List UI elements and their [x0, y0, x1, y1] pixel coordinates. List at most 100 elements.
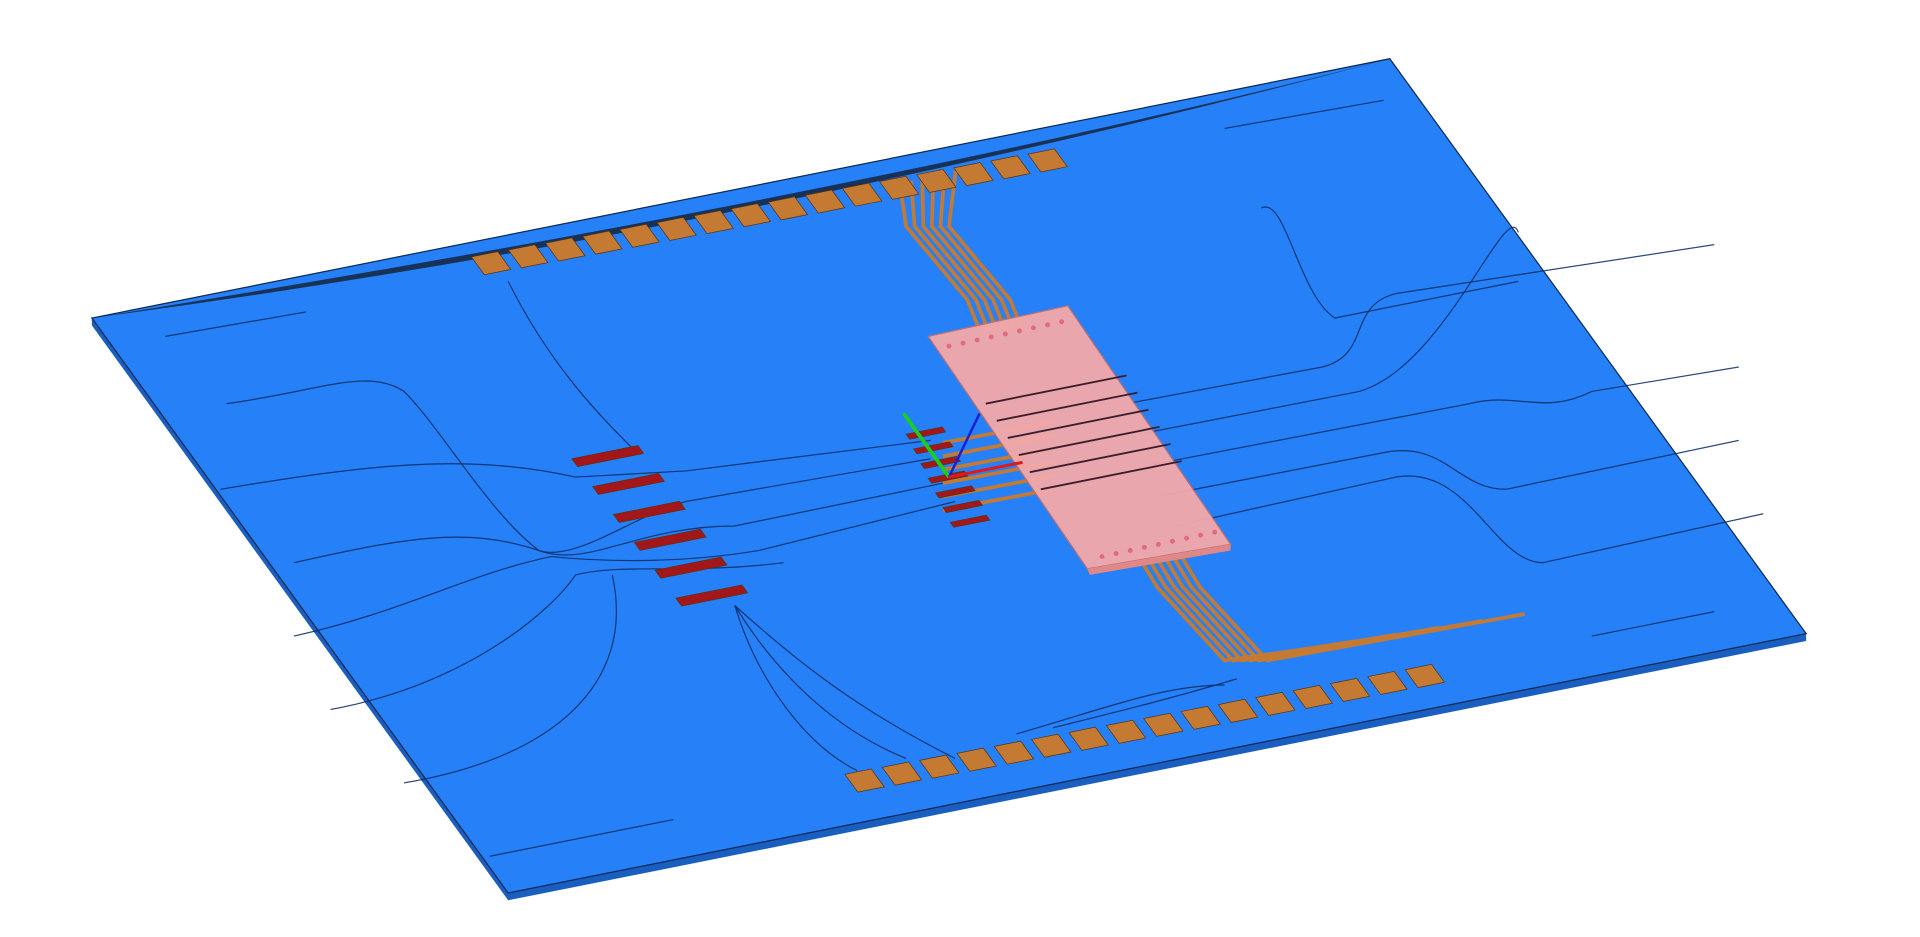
bond-pad-top	[1027, 148, 1068, 173]
waveguide-3	[293, 500, 956, 637]
bond-pad-bottom	[918, 754, 960, 779]
bond-pad-bottom	[1367, 671, 1408, 695]
bond-pad-top	[544, 237, 586, 262]
chip-waveguide	[1018, 426, 1160, 456]
bond-pad-bottom	[1329, 677, 1371, 702]
chip-dot	[1031, 325, 1036, 331]
waveguide-16	[507, 281, 638, 454]
probe-pad	[949, 514, 991, 528]
heater-pad	[633, 528, 707, 551]
bond-pad-bottom	[1255, 691, 1296, 716]
bond-pad-bottom	[993, 740, 1035, 765]
bond-pad-top	[990, 155, 1031, 180]
bond-pad-bottom	[1030, 733, 1072, 758]
waveguide-20	[1016, 684, 1225, 735]
chip-waveguide	[1040, 460, 1182, 491]
waveguide-15	[489, 818, 674, 857]
probe-pad	[934, 485, 976, 499]
waveguide-19	[734, 605, 858, 772]
bond-pad-top	[804, 189, 846, 214]
waveguides	[165, 99, 1764, 857]
waveguide-5	[403, 574, 617, 784]
chip-waveguide	[996, 391, 1138, 422]
waveguide-8	[1150, 366, 1739, 466]
waveguide-14	[1591, 611, 1715, 637]
chip-dot	[1099, 554, 1105, 560]
bond-pad-top	[619, 223, 660, 248]
axis-y	[902, 412, 951, 479]
chip-waveguide	[1007, 408, 1149, 439]
chip-edge	[1087, 544, 1231, 575]
waveguide-17	[734, 605, 956, 759]
chip-dot	[1016, 328, 1022, 334]
chip-dot	[974, 337, 980, 343]
bond-pad-bottom	[1180, 705, 1221, 730]
probe-pad	[942, 500, 984, 514]
chip-dot	[1184, 535, 1189, 541]
chip-body	[927, 305, 1232, 570]
chip-dot	[1170, 538, 1175, 544]
waveguide-12	[1224, 99, 1384, 130]
chip-dot	[1059, 319, 1065, 325]
pads	[470, 148, 1446, 793]
trace-top-3	[929, 175, 1008, 331]
bond-pad-bottom	[1292, 684, 1334, 709]
bond-pad-bottom	[881, 761, 923, 786]
bond-pad-top	[507, 244, 549, 269]
heater-pad	[654, 556, 728, 579]
bond-pad-top	[916, 168, 957, 193]
chip-dot	[1127, 548, 1133, 553]
trace-bottom-5	[1180, 555, 1525, 663]
waveguide-18	[734, 605, 907, 759]
waveguide-11	[1260, 206, 1519, 319]
heater-pad	[612, 500, 686, 523]
chip-dot	[988, 334, 994, 340]
axis-z	[947, 412, 981, 478]
trace-top-5	[947, 170, 1025, 331]
bond-pad-bottom	[1105, 719, 1147, 744]
bond-pad-bottom	[1404, 664, 1446, 688]
bond-pad-top	[582, 230, 623, 255]
flip-chip[interactable]	[927, 305, 1232, 575]
trace-top-4	[938, 173, 1016, 331]
trace-top-2	[920, 178, 999, 331]
bond-pad-bottom	[844, 768, 885, 793]
bond-pad-bottom	[1068, 726, 1109, 751]
bond-pad-top	[656, 216, 697, 241]
heater-pad	[571, 445, 645, 468]
heater-pad	[675, 584, 749, 607]
waveguide-6	[1126, 244, 1715, 405]
axis-triad-icon	[902, 412, 1023, 479]
chip-waveguide	[985, 374, 1127, 405]
chip-waveguide	[1029, 443, 1171, 474]
bond-pad-bottom	[1217, 698, 1259, 723]
bond-pad-bottom	[956, 747, 997, 772]
bond-pad-top	[878, 175, 920, 200]
chip-dot	[1002, 331, 1008, 337]
chip-dot	[1155, 541, 1161, 547]
trace-top-1	[909, 180, 990, 331]
waveguide-7	[1138, 226, 1519, 435]
axis-x	[948, 460, 1023, 479]
waveguide-1	[226, 380, 931, 553]
waveguide-21	[1052, 678, 1237, 729]
chip-dot	[1045, 322, 1050, 328]
bond-pad-bottom	[1143, 712, 1184, 737]
bond-pad-top	[953, 162, 994, 187]
heater-pad	[592, 473, 666, 495]
chip-dot	[1212, 529, 1218, 535]
waveguide-2	[293, 482, 943, 564]
chip-dot	[946, 343, 952, 349]
bond-pad-top	[767, 196, 809, 221]
chip-dot	[1141, 544, 1147, 550]
bond-pad-top	[693, 210, 734, 235]
waveguide-13	[165, 311, 307, 337]
bond-pad-top	[470, 251, 512, 276]
chip-dot	[960, 340, 966, 346]
chip-dot	[1198, 532, 1204, 538]
waveguide-10	[1175, 475, 1764, 564]
trace-top-0	[898, 183, 982, 331]
probe-pad	[905, 426, 947, 440]
bond-pad-top	[841, 182, 883, 207]
